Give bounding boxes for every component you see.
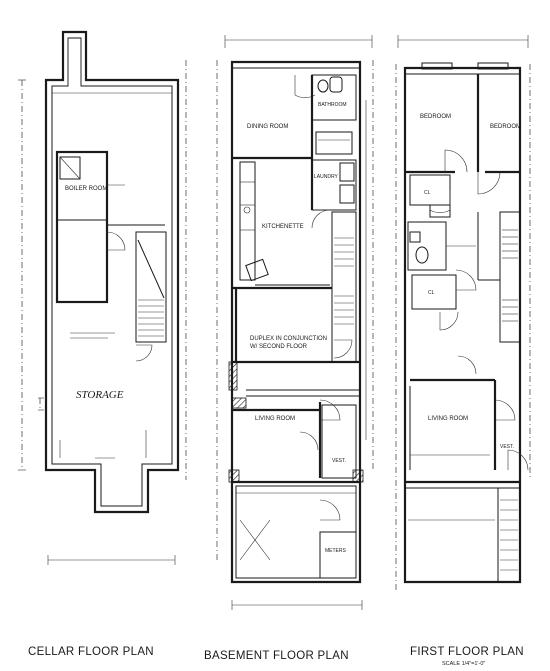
- closet-2: [411, 274, 457, 310]
- duplex-label-line2: W/ SECOND FLOOR: [250, 344, 308, 350]
- basement-floor-plan-caption: BASEMENT FLOOR PLAN: [204, 650, 349, 662]
- meters-room: [319, 531, 357, 579]
- bedroom-2-label: BEDROOM: [490, 124, 521, 130]
- bathroom: [311, 74, 357, 121]
- closet-2-label: CL: [428, 290, 435, 296]
- dining-room-label: DINING ROOM: [247, 124, 288, 130]
- laundry-label: LAUNDRY: [314, 174, 338, 180]
- kitchenette-label: KITCHENETTE: [262, 224, 304, 230]
- first-floor-plan-caption: FIRST FLOOR PLAN: [410, 646, 524, 658]
- boiler-room-label: BOILER ROOM: [65, 186, 107, 192]
- duplex-label-line1: DUPLEX IN CONJUNCTION: [250, 336, 327, 342]
- cellar-floor-plan-caption: CELLAR FLOOR PLAN: [28, 646, 154, 658]
- laundry: [311, 159, 357, 211]
- first-vestibule-label: VEST.: [500, 444, 514, 450]
- basement-living-room-label: LIVING ROOM: [255, 416, 295, 422]
- boiler-room: [55, 150, 109, 304]
- bedroom-1-label: BEDROOM: [420, 114, 451, 120]
- storage-label: STORAGE: [76, 389, 124, 401]
- closet-1-label: CL: [424, 190, 431, 196]
- drawing-scale: SCALE 1/4"=1'-0": [442, 661, 486, 667]
- first-living-room-label: LIVING ROOM: [428, 416, 468, 422]
- first-floor-plan: BEDROOM BEDROOM CL CL: [395, 35, 531, 590]
- meters-label: METERS: [325, 548, 347, 554]
- cellar-plan: BOILER ROOM STORAGE: [18, 30, 187, 565]
- basement-vestibule: [321, 404, 357, 479]
- bathroom-label: BATHROOM: [318, 102, 347, 108]
- basement-vestibule-label: VEST.: [332, 458, 346, 464]
- basement-plan: DINING ROOM BATHROOM LAUNDRY KITCHENETTE: [216, 35, 374, 610]
